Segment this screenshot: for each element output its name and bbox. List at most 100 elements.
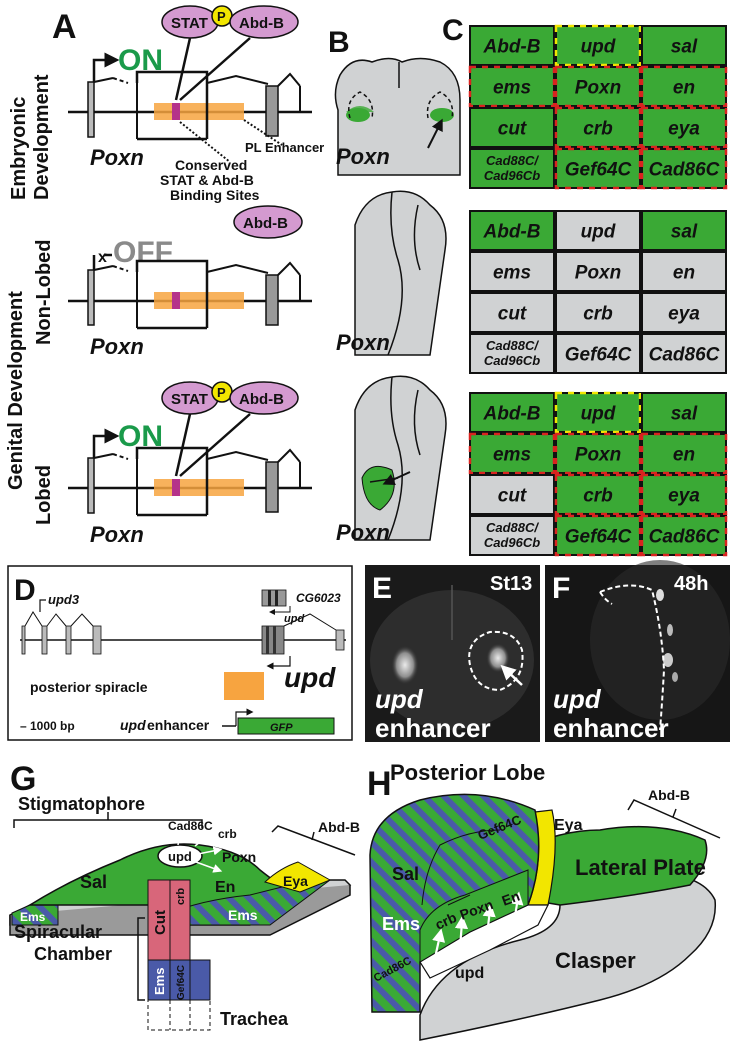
grid-cell-border (640, 106, 728, 149)
grid-cell (641, 210, 727, 251)
h-posterior-lobe: Posterior Lobe (390, 760, 545, 785)
grid-cell-border (554, 147, 642, 190)
side-label-genital: Genital Development (5, 291, 27, 490)
panel-e-stage: St13 (490, 573, 532, 595)
g-crb-vert: crb (175, 888, 187, 905)
grid-cell-border (640, 147, 728, 190)
grid-cell (641, 474, 727, 515)
grid-cell-border (554, 514, 642, 557)
abdb-label-2: Abd-B (243, 215, 288, 232)
grid-cell-border (554, 432, 642, 475)
grid-cell (469, 148, 555, 189)
grid-cell-border (640, 432, 728, 475)
h-upd: upd (455, 965, 484, 982)
h-clasper: Clasper (555, 948, 636, 973)
grid-cell-label: Cad88C/ (486, 338, 539, 353)
panel-label-f: F (552, 572, 570, 605)
grid-cell-label: Cad88C/ (486, 153, 539, 168)
g-gef64c: Gef64C (176, 965, 187, 1000)
g-cad86c: Cad86C (168, 819, 213, 833)
panel-h: H Posterior Lobe Abd-B Sal Gef64C Eya La… (367, 760, 721, 1041)
grid-cell-label: upd (581, 37, 616, 58)
panel-b-gene-3: Poxn (336, 520, 390, 545)
gfp-label: GFP (270, 722, 293, 734)
grid-cell-label: Cad86C (649, 527, 720, 548)
grid-cell-border (468, 432, 556, 475)
grid-cell-label: crb (583, 119, 613, 140)
upd3-label: upd3 (48, 592, 80, 607)
enhancer-word-label: enhancer (147, 717, 210, 733)
panel-label-a: A (52, 8, 77, 46)
x-mark: x (98, 249, 107, 266)
grid-cell (469, 474, 555, 515)
grid-cell-border (468, 65, 556, 108)
panel-label-c: C (442, 14, 464, 47)
panel-a-row-lobed: ON STAT P Abd-B Poxn (68, 381, 312, 547)
gene-poxn: Poxn (90, 145, 144, 170)
p-label-3: P (217, 385, 226, 400)
grid-cell-label: Poxn (575, 445, 621, 466)
grid-cell-label: crb (583, 486, 613, 507)
grid-cell (469, 333, 555, 374)
panel-e-micrograph: E St13 upd enhancer (365, 565, 540, 743)
grid-cell (469, 25, 555, 66)
h-ems: Ems (382, 914, 420, 934)
posterior-spiracle-label: posterior spiracle (30, 679, 148, 695)
scale-bar: – 1000 bp (20, 719, 75, 733)
grid-cell-label: cut (498, 119, 527, 140)
grid-cell-label: Gef64C (565, 527, 632, 548)
grid-cell-label: Poxn (575, 263, 621, 284)
grid-cell (555, 107, 641, 148)
off-label: OFF (113, 236, 173, 269)
grid-cell (555, 251, 641, 292)
g-cut: Cut (152, 910, 169, 935)
abdb-label-3: Abd-B (239, 391, 284, 408)
grid-cell-label: Cad96Cb (484, 353, 540, 368)
grid-cell (641, 107, 727, 148)
grid-cell (641, 292, 727, 333)
grid-cell (555, 66, 641, 107)
panel-b-gene-1: Poxn (336, 144, 390, 169)
panel-g: G Ems Eya Cut crb Ems Gef64C upd Cad86 (9, 760, 360, 1031)
grid-cell-label: Gef64C (565, 345, 632, 366)
g-spiracular-2: Chamber (34, 944, 112, 964)
grid-cell (555, 392, 641, 433)
gene-poxn-2: Poxn (90, 334, 144, 359)
panel-e-gene: upd (375, 684, 424, 714)
grid-cell-label: sal (671, 222, 698, 243)
panel-e-word: enhancer (375, 713, 491, 743)
grid-cell-label: en (673, 263, 695, 284)
grid-cell (469, 292, 555, 333)
panel-f-stage: 48h (674, 573, 708, 595)
stat-label: STAT (171, 15, 208, 32)
pl-enhancer-label: PL Enhancer (245, 140, 324, 155)
grid-cell (469, 210, 555, 251)
h-en: En (500, 888, 522, 909)
g-abdb: Abd-B (318, 819, 360, 835)
g-stigmatophore: Stigmatophore (18, 794, 145, 814)
gene-poxn-3: Poxn (90, 522, 144, 547)
grid-cell-label: Cad88C/ (486, 520, 539, 535)
grid-cell-border (554, 24, 642, 67)
grid-cell-border (640, 514, 728, 557)
g-ems-left: Ems (20, 910, 46, 924)
grid-cell (555, 210, 641, 251)
g-en: En (215, 879, 235, 896)
svg-text:Embryonic: Embryonic (8, 97, 30, 200)
grid-cell-label: en (673, 445, 695, 466)
grid-cell-border (554, 106, 642, 149)
conserved-2: STAT & Abd-B (160, 172, 254, 188)
g-spiracular-1: Spiracular (14, 922, 102, 942)
grid-cell-label: upd (581, 404, 616, 425)
grid-cell-label: upd (581, 222, 616, 243)
g-trachea: Trachea (220, 1009, 289, 1029)
panel-label-g: G (10, 760, 36, 798)
grid-cell-label: Cad96Cb (484, 168, 540, 183)
panel-b-embryo: Poxn (334, 57, 461, 176)
enhancer-gene-label: upd (120, 717, 146, 733)
grid-cell-label: ems (493, 78, 531, 99)
grid-cell (469, 392, 555, 433)
h-sal: Sal (392, 864, 419, 884)
grid-cell-label: eya (668, 304, 700, 325)
